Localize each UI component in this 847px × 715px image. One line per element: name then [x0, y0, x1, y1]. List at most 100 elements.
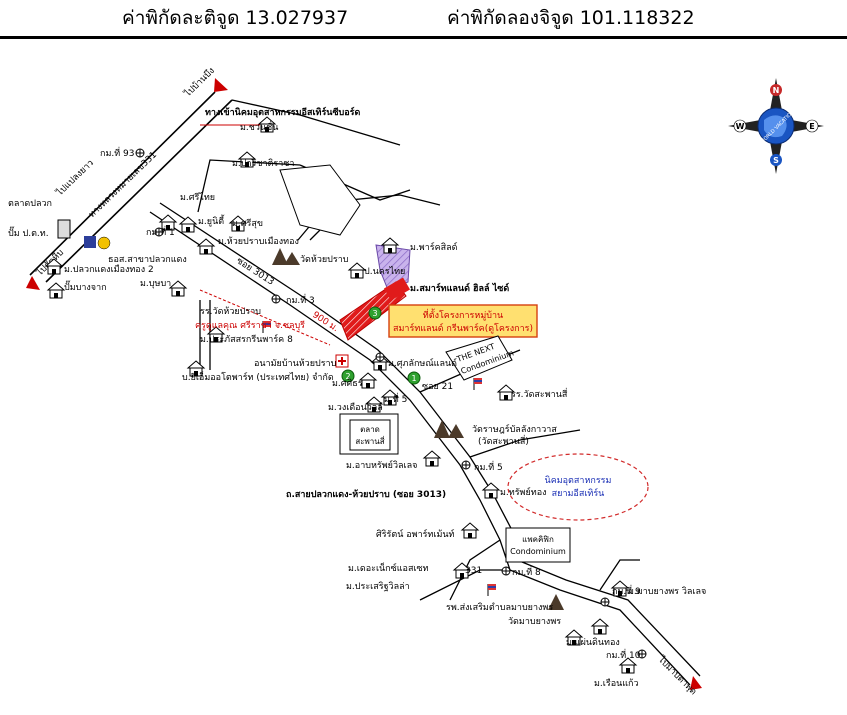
wat-phra-sub-label: (วัดสะพานสี่)	[478, 434, 529, 447]
pacific-block	[505, 527, 571, 563]
pacific-label: แพคคิฟิก	[522, 535, 554, 544]
ban-nakhon-label: ป.นครไทย	[364, 266, 405, 277]
gas-pump-icon	[57, 219, 71, 239]
svg-text:N: N	[773, 86, 780, 95]
market-label: ตลาด	[360, 425, 380, 434]
bangchak-logo-icon	[97, 236, 111, 250]
project-name: สมาร์ทแลนด์ กรีนพาร์ค(ดูโครงการ)	[393, 322, 533, 334]
main-road-3013	[149, 202, 702, 690]
svg-text:E: E	[809, 122, 814, 131]
ban-smart-label: ม.สมาร์ทแลนด์ ฮิลล์ ไซด์	[410, 282, 509, 294]
header-rule	[0, 36, 847, 39]
km8-label: กม.ที่ 8	[512, 565, 541, 578]
house-icon	[381, 237, 399, 254]
hw331-label: ทางหลวงหมายเลข331	[87, 150, 159, 220]
ban-charoen-label: ม.ยูนิตี้	[198, 214, 225, 227]
longitude-text: ค่าพิกัดลองจิจูด 101.118322	[447, 7, 695, 29]
ind-estate-label: นิคมอุตสาหกรรม	[545, 475, 612, 486]
house-icon	[197, 238, 215, 255]
pam-pt-label: ปั๊ม ป.ต.ท.	[8, 226, 49, 239]
rr-huai-prap-label: รร.วัดห้วยปราบ	[200, 306, 261, 317]
marker-3	[368, 306, 382, 320]
soi21-label: ซอย 21	[422, 382, 453, 392]
talad-plao-label: ตลาดปลวก	[8, 199, 52, 209]
ban-ruen2-label: ม.เรือนแก้ว	[594, 678, 639, 689]
market-label-2: สะพานสี่	[355, 435, 384, 446]
header-bar: ค่าพิกัดละติจูด 13.027937 ค่าพิกัดลองจิจ…	[0, 0, 847, 40]
km10-label: กม.ที่ 10	[606, 648, 641, 661]
to-map-label: ไปมาบตาพุด	[655, 654, 699, 698]
ban-korea-label: ม.เดอะเน็กซ์แอสเซท	[348, 561, 429, 574]
wat-phra-label: วัดราษฎร์บัลลังกาวาส	[472, 423, 557, 435]
house-icon	[423, 450, 441, 467]
house-icon	[482, 482, 500, 499]
svg-text:2: 2	[345, 372, 350, 381]
project-title: ที่ตั้งโครงการหมู่บ้าน	[423, 308, 503, 321]
project-parcel-block	[383, 277, 411, 301]
house-icon	[591, 618, 609, 635]
sakon-label: ม.ประภัสสรกรีนพาร์ค 8	[200, 333, 293, 345]
route-km1-label: กม.ที่ 1	[146, 225, 175, 238]
project-callout	[388, 304, 538, 338]
svg-text:1: 1	[411, 374, 416, 383]
marker-2	[341, 369, 355, 383]
main-road-label: ถ.สายปลวกแดง-ห้วยปราบ (ซอย 3013)	[286, 489, 446, 500]
ban-sap-label: ม.ทรัพย์ทอง	[500, 486, 547, 498]
secondary-roads	[197, 99, 640, 601]
ban-mab-label: ม.มาบยางพร วิลเลจ	[628, 586, 706, 597]
pt-logo-icon	[84, 236, 96, 248]
khru-rak-label: ครูดูแลคุณ ศรีราชา จ.ชลบุรี	[195, 320, 305, 331]
wat-huai-prap-label: วัดห้วยปราบ	[300, 254, 349, 265]
ban-seksan-label: ม.ศศิธร	[332, 378, 363, 389]
ind-estate-label-2: สยามอีสเทิร์น	[552, 487, 605, 499]
wat-mab-label: วัดมาบยางพร	[508, 617, 561, 627]
svg-text:W: W	[736, 122, 745, 131]
km3-label: กม.ที่ 3	[286, 293, 315, 306]
the-next-block	[445, 335, 513, 381]
pacific-condo-label: Condominium	[510, 547, 566, 556]
ban-srithai-label: ม.ศรีไทย	[180, 192, 215, 203]
highway-331	[26, 78, 233, 290]
to-plaeng-yao-label: ไปแปลงยาว	[54, 158, 96, 199]
km5b-label: กม.ที่ 5	[474, 460, 503, 473]
industrial-estate	[507, 453, 649, 521]
ban-wong-label: ม.วงเดือนวิลล์	[328, 401, 383, 413]
entrance-label: ทางเข้านิคมอุตสาหกรรมอีสเทิร์นซีบอร์ด	[205, 106, 361, 118]
ban-chawana-label: ม.ชวนชื่น	[240, 120, 278, 133]
temple-icons	[272, 248, 564, 610]
hospital-icon	[335, 354, 349, 368]
ban-srisuk-label: ม.ศรีสุข	[232, 218, 263, 229]
house-icon	[169, 280, 187, 297]
rt331-label: 331	[465, 566, 482, 576]
pam-bangchak-label: ปั๊มบางจาก	[64, 280, 107, 293]
house-icon	[461, 522, 479, 539]
km9-label: กม.ที่ 9	[612, 584, 641, 597]
ban-maen-label: ม.แผ่นดินทอง	[566, 637, 620, 648]
ban-arsan-label: ม.อาบหรัพย์วิลเลจ	[346, 459, 417, 471]
route-dash	[199, 289, 331, 346]
ban-plao-thong2-label: ม.ปลวกแดงเมืองทอง 2	[64, 264, 154, 275]
ban-prasert-label: ม.ประเสริฐวิลล่า	[346, 581, 410, 592]
svg-text:3: 3	[372, 309, 377, 318]
km93-label: กม.ที่ 93	[100, 146, 135, 159]
market-inner	[349, 419, 391, 451]
bank-label: ธอส.สาขาปลวกแดง	[108, 255, 187, 265]
factory-label: บ.ยีเอ็มออโตพาร์ท (ประเทศไทย) จำกัด	[182, 370, 334, 383]
house-icon	[179, 216, 197, 233]
house-icon	[47, 282, 65, 299]
rr-saphan-si-label: รร.วัดสะพานสี่	[511, 387, 568, 400]
compass-icon: N S E W WORLD VACATION	[728, 78, 824, 174]
kindergarten-label: ม.ศุภลักษณ์แลนด์	[388, 357, 457, 369]
estate-parcel	[279, 164, 361, 236]
ban-park-label: ม.พาร์คสิลด์	[410, 241, 458, 253]
latitude-text: ค่าพิกัดละติจูด 13.027937	[122, 7, 349, 29]
svg-text:S: S	[773, 156, 779, 165]
marker-1	[407, 371, 421, 385]
hospital2-label: รพ.ส่งเสริมตำบลมาบยางพร	[446, 602, 553, 613]
ban-plao-mueang-label: ม.ห้วยปราบเมืองทอง	[218, 236, 299, 247]
house-icon	[348, 262, 366, 279]
siri-label: ศิริรัตน์ อพาร์ทเม้นท์	[376, 528, 455, 540]
ban-parichat-label: ม.ปาริชาติราชา	[232, 158, 294, 169]
ban-ruen-label: ม.บุษบา	[140, 279, 171, 289]
